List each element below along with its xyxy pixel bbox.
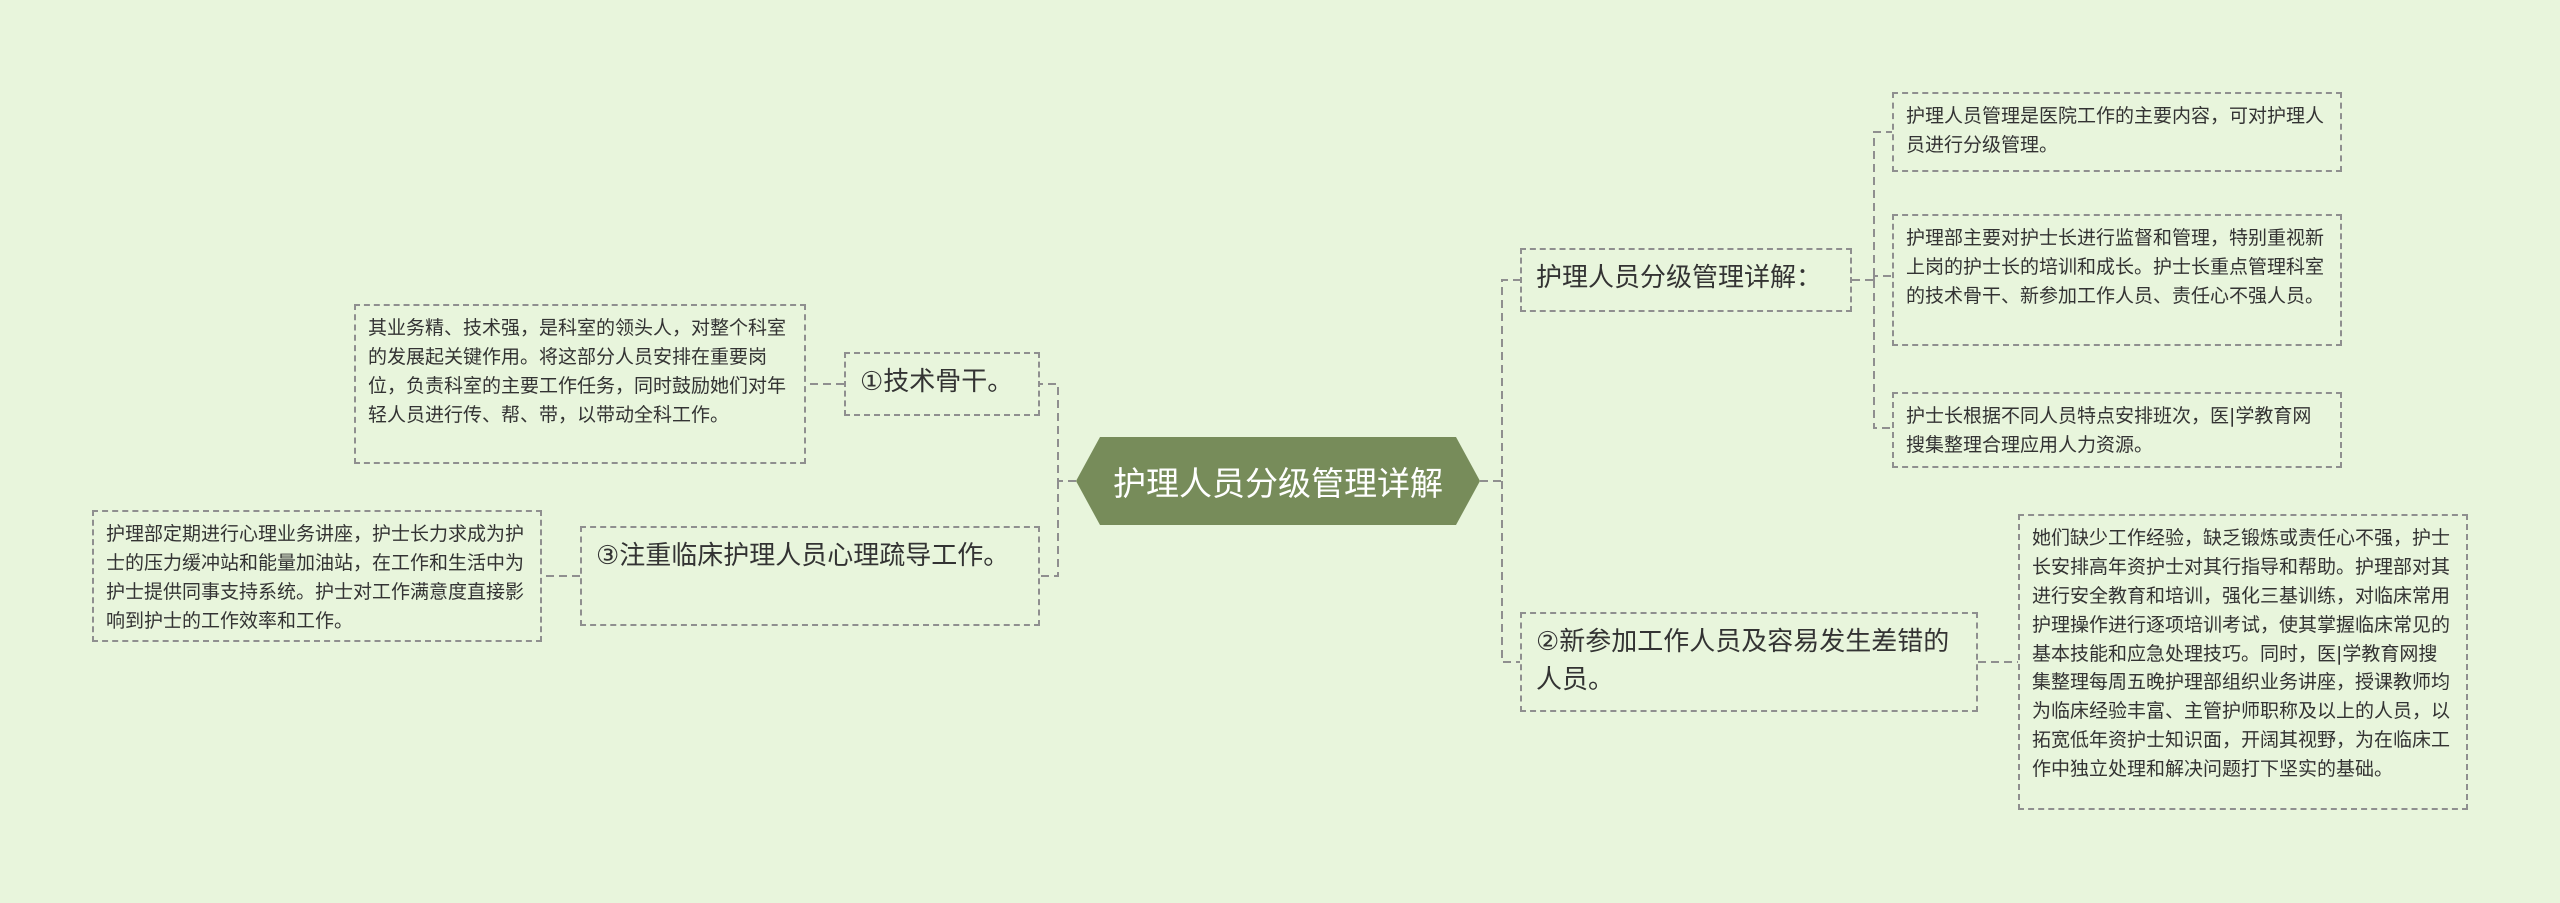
- subtopic-label: ②新参加工作人员及容易发生差错的人员。: [1536, 627, 1950, 695]
- subtopic-grading-detail[interactable]: 护理人员分级管理详解：: [1520, 248, 1852, 312]
- leaf-text: 她们缺少工作经验，缺乏锻炼或责任心不强，护士长安排高年资护士对其行指导和帮助。护…: [2032, 527, 2451, 780]
- leaf-text: 护士长根据不同人员特点安排班次，医|学教育网搜集整理合理应用人力资源。: [1906, 405, 2312, 456]
- leaf-text: 护理人员管理是医院工作的主要内容，可对护理人员进行分级管理。: [1906, 105, 2325, 156]
- leaf-shift-arrangement[interactable]: 护士长根据不同人员特点安排班次，医|学教育网搜集整理合理应用人力资源。: [1892, 392, 2342, 468]
- leaf-management-main-content[interactable]: 护理人员管理是医院工作的主要内容，可对护理人员进行分级管理。: [1892, 92, 2342, 172]
- leaf-text: 护理部定期进行心理业务讲座，护士长力求成为护士的压力缓冲站和能量加油站，在工作和…: [106, 523, 525, 632]
- leaf-backbone-role[interactable]: 其业务精、技术强，是科室的领头人，对整个科室的发展起关键作用。将这部分人员安排在…: [354, 304, 806, 464]
- subtopic-new-staff[interactable]: ②新参加工作人员及容易发生差错的人员。: [1520, 612, 1978, 712]
- central-topic-label: 护理人员分级管理详解: [1113, 464, 1443, 503]
- leaf-new-staff-training[interactable]: 她们缺少工作经验，缺乏锻炼或责任心不强，护士长安排高年资护士对其行指导和帮助。护…: [2018, 514, 2468, 810]
- leaf-text: 其业务精、技术强，是科室的领头人，对整个科室的发展起关键作用。将这部分人员安排在…: [368, 317, 787, 426]
- leaf-nursing-dept-supervision[interactable]: 护理部主要对护士长进行监督和管理，特别重视新上岗的护士长的培训和成长。护士长重点…: [1892, 214, 2342, 346]
- subtopic-label: 护理人员分级管理详解：: [1536, 263, 1823, 293]
- leaf-text: 护理部主要对护士长进行监督和管理，特别重视新上岗的护士长的培训和成长。护士长重点…: [1906, 227, 2325, 307]
- subtopic-psychological-counseling[interactable]: ③注重临床护理人员心理疏导工作。: [580, 526, 1040, 626]
- central-topic[interactable]: 护理人员分级管理详解: [1076, 437, 1480, 525]
- subtopic-label: ③注重临床护理人员心理疏导工作。: [596, 541, 1010, 571]
- subtopic-technical-backbone[interactable]: ①技术骨干。: [844, 352, 1040, 416]
- subtopic-label: ①技术骨干。: [860, 367, 1014, 397]
- leaf-psych-lectures[interactable]: 护理部定期进行心理业务讲座，护士长力求成为护士的压力缓冲站和能量加油站，在工作和…: [92, 510, 542, 642]
